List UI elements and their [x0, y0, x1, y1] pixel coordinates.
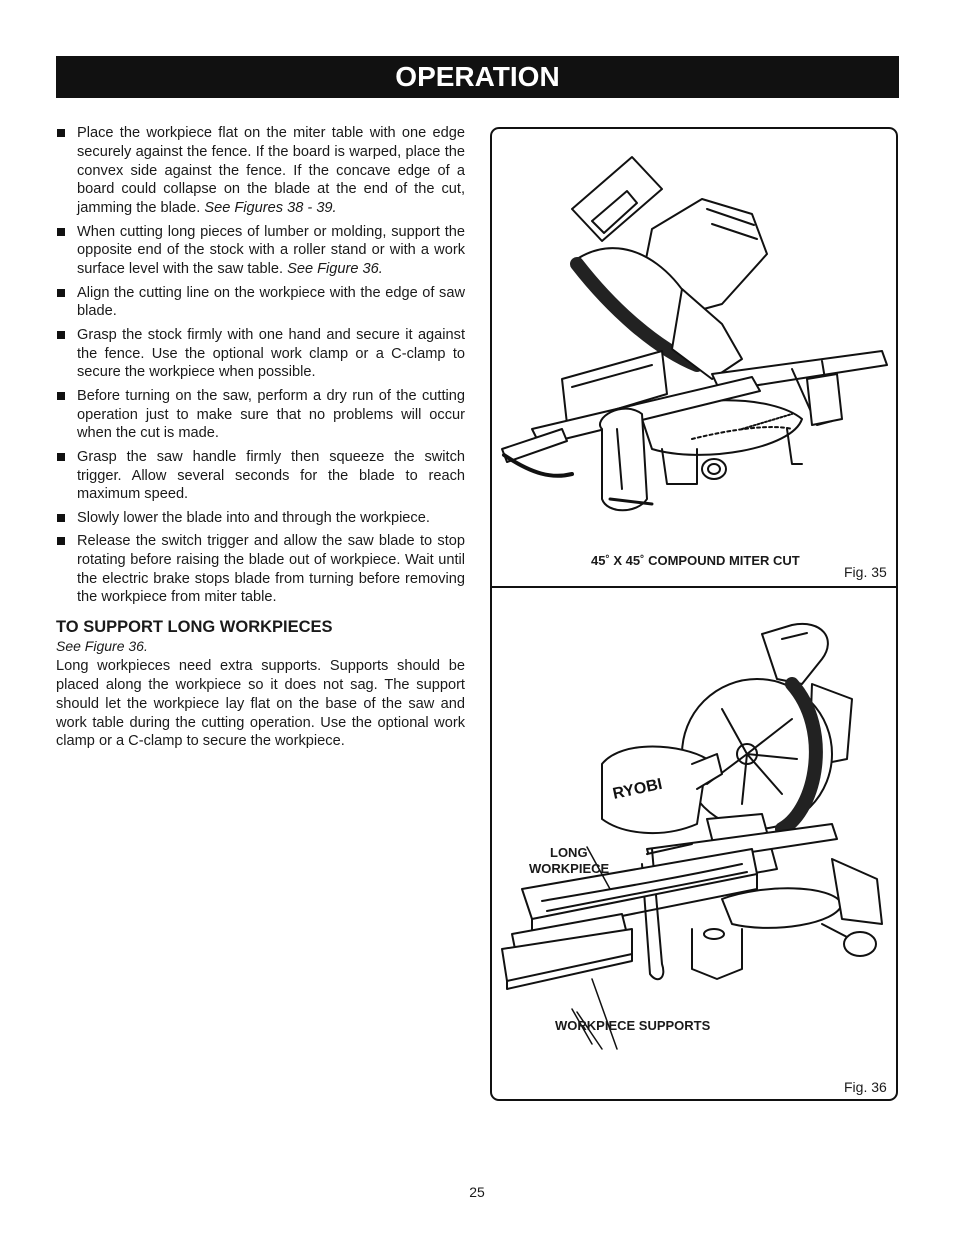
figure-panel: 45˚ X 45˚ COMPOUND MITER CUT Fig. 35 RYO… [490, 127, 898, 1101]
bullet-list: Place the workpiece flat on the miter ta… [56, 124, 465, 607]
list-item: Before turning on the saw, perform a dry… [56, 387, 465, 443]
bullet-square-icon [57, 452, 65, 461]
fig36-callout-long-workpiece-line2: WORKPIECE [529, 861, 610, 876]
header-title: OPERATION [395, 61, 560, 92]
fig36-callout-workpiece-supports: WORKPIECE SUPPORTS [555, 1018, 711, 1033]
bullet-square-icon [57, 129, 65, 137]
bullet-square-icon [57, 513, 65, 522]
page-number: 25 [469, 1184, 485, 1200]
list-item: Grasp the stock firmly with one hand and… [56, 326, 465, 382]
list-item: Grasp the saw handle firmly then squeeze… [56, 448, 465, 504]
figure-divider [492, 586, 896, 588]
bullet-square-icon [57, 537, 65, 546]
section-heading: TO SUPPORT LONG WORKPIECES [56, 618, 333, 637]
list-item: Align the cutting line on the workpiece … [56, 284, 465, 322]
fig35-caption: 45˚ X 45˚ COMPOUND MITER CUT [591, 553, 800, 568]
list-item: Release the switch trigger and allow the… [56, 532, 465, 607]
fig36-label: Fig. 36 [844, 1079, 887, 1095]
miter-saw-long-workpiece-illustration: RYOBI [501, 622, 883, 1050]
instruction-column: Place the workpiece flat on the miter ta… [56, 124, 465, 751]
list-item: Slowly lower the blade into and through … [56, 509, 465, 528]
section-figure-reference: See Figure 36. [56, 638, 148, 655]
bullet-square-icon [57, 391, 65, 400]
fig36-callout-long-workpiece-line1: LONG [550, 845, 588, 860]
section-paragraph: Long workpieces need extra supports. Sup… [56, 658, 465, 750]
bullet-square-icon [57, 288, 65, 297]
page-header: OPERATION [56, 56, 899, 98]
miter-saw-compound-cut-illustration [501, 156, 888, 512]
bullet-square-icon [57, 330, 65, 339]
fig35-label: Fig. 35 [844, 564, 887, 580]
list-item: When cutting long pieces of lumber or mo… [56, 223, 465, 279]
bullet-square-icon [57, 227, 65, 236]
list-item: Place the workpiece flat on the miter ta… [56, 124, 465, 218]
